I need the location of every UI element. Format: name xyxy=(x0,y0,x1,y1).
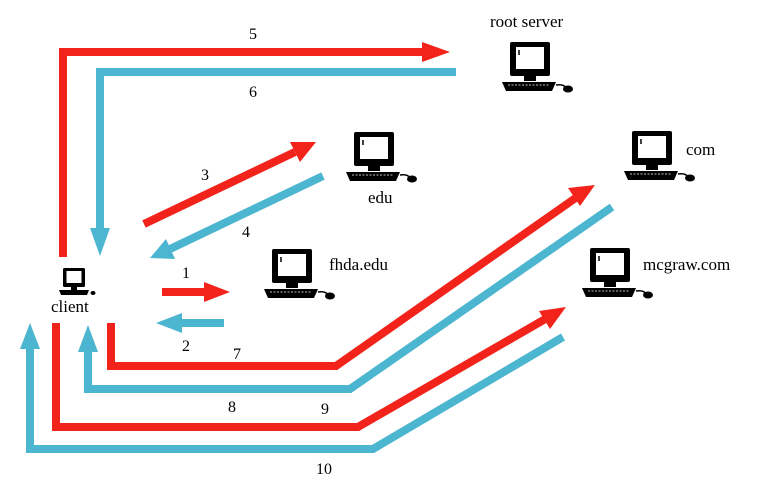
arrow-4-from-edu xyxy=(150,172,325,259)
client-label: client xyxy=(51,297,89,316)
edu-label: edu xyxy=(368,188,393,207)
arrow-5-to-root xyxy=(59,42,450,257)
fhda-label: fhda.edu xyxy=(329,255,389,274)
step-8-label: 8 xyxy=(228,399,236,416)
step-2-label: 2 xyxy=(182,338,190,355)
fhda-computer-icon xyxy=(263,248,336,301)
arrow-9-to-mcgraw xyxy=(52,307,566,431)
arrow-7-to-com xyxy=(107,185,595,370)
step-10-label: 10 xyxy=(316,461,332,478)
step-1-label: 1 xyxy=(182,265,190,282)
client-computer-icon xyxy=(59,268,96,295)
step-5-label: 5 xyxy=(249,26,257,43)
edu-computer-icon xyxy=(345,131,418,184)
step-6-label: 6 xyxy=(249,84,257,101)
root-server-computer-icon xyxy=(501,41,574,94)
arrow-6-from-root xyxy=(90,68,456,256)
com-computer-icon xyxy=(623,130,696,183)
arrow-3-to-edu xyxy=(142,142,316,228)
root-server-label: root server xyxy=(490,12,564,31)
step-4-label: 4 xyxy=(242,224,250,241)
arrow-8-from-com xyxy=(78,203,615,393)
arrow-10-from-mcgraw xyxy=(20,323,566,453)
arrow-1-to-fhda xyxy=(162,282,230,302)
mcgraw-label: mcgraw.com xyxy=(643,255,730,274)
step-7-label: 7 xyxy=(233,346,241,363)
com-label: com xyxy=(686,140,715,159)
step-9-label: 9 xyxy=(321,401,329,418)
arrow-2-from-fhda xyxy=(156,313,224,333)
step-3-label: 3 xyxy=(201,167,209,184)
